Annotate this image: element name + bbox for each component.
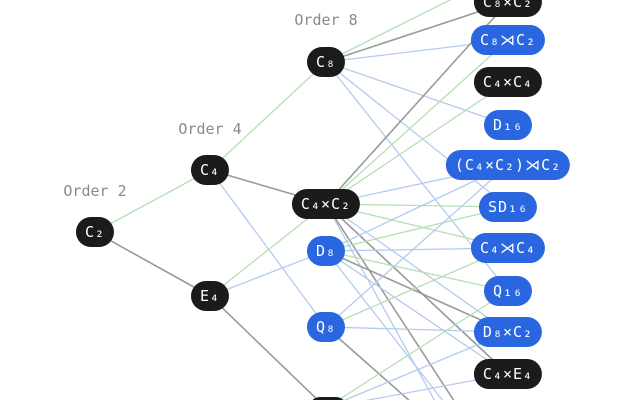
order-4-label: Order 4 xyxy=(178,120,242,138)
node-c8-sd-c2[interactable]: C₈⋊C₂ xyxy=(470,25,546,55)
node-c4-sd-c4[interactable]: C₄⋊C₄ xyxy=(470,233,546,263)
node-c4xe4[interactable]: C₄×E₄ xyxy=(473,359,543,389)
edge-c4-q8 xyxy=(209,169,327,328)
node-d8[interactable]: D₈ xyxy=(306,236,346,266)
node-c2[interactable]: C₂ xyxy=(75,217,115,247)
order-8-label: Order 8 xyxy=(294,11,358,29)
edge-d8-bottom_off3 xyxy=(325,250,444,400)
edge-offscreen_e8-q16 xyxy=(337,290,509,400)
edge-q8-bottom_off4 xyxy=(325,326,410,400)
node-c8xc2[interactable]: C₈×C₂ xyxy=(473,0,543,17)
node-sd16[interactable]: SD₁₆ xyxy=(478,192,538,222)
edge-d8-d8xc2 xyxy=(325,250,509,333)
edge-e4-offscreen_e8 xyxy=(209,295,319,400)
edge-c4xc2-bottom_off1 xyxy=(325,203,455,400)
node-q8[interactable]: Q₈ xyxy=(306,312,346,342)
node-c4c2-sd-c2[interactable]: (C₄×C₂)⋊C₂ xyxy=(445,150,571,180)
edge-e4-c4xc2 xyxy=(209,203,327,297)
edge-offscreen_e8-d8xc2 xyxy=(343,331,509,400)
edge-e4-d8 xyxy=(209,250,327,297)
edge-c4xc2-bottom_off2 xyxy=(325,203,436,400)
edge-q8-c4sdc4 xyxy=(325,247,509,328)
node-partial-bottom[interactable] xyxy=(309,397,347,400)
node-c4[interactable]: C₄ xyxy=(190,155,230,185)
node-c4xc4[interactable]: C₄×C₄ xyxy=(473,67,543,97)
node-c4xc2[interactable]: C₄×C₂ xyxy=(291,189,361,219)
edge-c8-top_off xyxy=(325,0,452,63)
edge-c8-sd16 xyxy=(325,61,509,208)
node-d8xc2[interactable]: D₈×C₂ xyxy=(473,317,543,347)
edge-d8-q16 xyxy=(325,250,509,292)
edge-c2-e4 xyxy=(94,231,211,297)
edge-d8-sd16 xyxy=(325,206,509,252)
node-e4[interactable]: E₄ xyxy=(190,281,230,311)
edge-d8-c4xe4 xyxy=(325,250,509,375)
edge-c8-d16 xyxy=(325,61,509,126)
node-q16[interactable]: Q₁₆ xyxy=(483,276,533,306)
edge-q8-c4c2sd xyxy=(325,164,509,328)
node-d16[interactable]: D₁₆ xyxy=(483,110,533,140)
edge-c2-c4 xyxy=(94,169,211,233)
node-c8[interactable]: C₈ xyxy=(306,47,346,77)
order-2-label: Order 2 xyxy=(63,182,127,200)
edge-c4xc2-c8sdc2 xyxy=(325,39,509,205)
edge-c4xc2-c4xe4 xyxy=(325,203,509,375)
edge-c4-c8 xyxy=(209,61,327,171)
edge-c4xc2-c4xc4 xyxy=(325,81,509,205)
